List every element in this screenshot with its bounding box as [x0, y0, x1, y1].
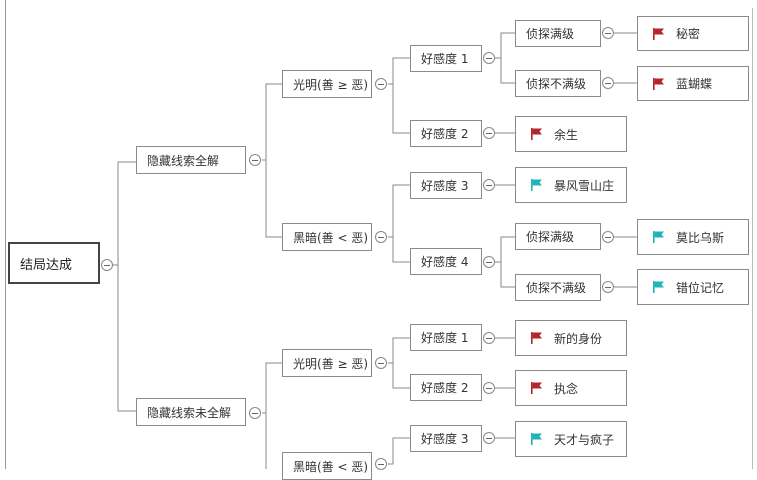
node-label: 好感度 4 [421, 255, 469, 269]
node-label: 好感度 1 [421, 331, 469, 345]
ending-obsession[interactable]: 执念 [515, 370, 627, 406]
dark-node[interactable]: 黑暗(善 < 恶) [282, 452, 372, 480]
branch-label: 隐藏线索未全解 [147, 405, 232, 420]
detective-max-node[interactable]: 侦探满级 [515, 20, 601, 47]
flag-icon [653, 281, 664, 293]
mindmap-canvas: 结局达成 隐藏线索全解 隐藏线索未全解 光明(善 ≥ 恶) 黑暗(善 < 恶) … [5, 0, 753, 480]
right-edge-line [752, 8, 753, 469]
ending-surplus-life[interactable]: 余生 [515, 116, 627, 152]
flag-icon [531, 179, 542, 191]
collapse-toggle[interactable] [249, 154, 261, 166]
collapse-toggle[interactable] [483, 332, 495, 344]
favor-node-3[interactable]: 好感度 3 [410, 172, 482, 199]
favor-node-2[interactable]: 好感度 2 [410, 374, 482, 401]
collapse-toggle[interactable] [483, 127, 495, 139]
ending-label: 执念 [554, 381, 579, 396]
flag-icon [653, 77, 664, 90]
node-label: 光明(善 ≥ 恶) [293, 356, 369, 371]
ending-new-identity[interactable]: 新的身份 [515, 320, 627, 356]
collapse-toggle[interactable] [249, 407, 261, 419]
detective-max-node[interactable]: 侦探满级 [515, 223, 601, 250]
node-label: 好感度 3 [421, 432, 469, 446]
collapse-toggle[interactable] [602, 281, 614, 293]
node-label: 好感度 1 [421, 52, 469, 66]
ending-label: 莫比乌斯 [676, 230, 725, 245]
collapse-toggle[interactable] [483, 382, 495, 394]
light-node[interactable]: 光明(善 ≥ 恶) [282, 349, 372, 377]
ending-storm-villa[interactable]: 暴风雪山庄 [515, 167, 627, 203]
ending-label: 错位记忆 [676, 280, 725, 295]
flag-icon [653, 27, 664, 40]
node-label: 黑暗(善 < 恶) [293, 459, 369, 474]
collapse-toggle[interactable] [375, 78, 387, 90]
branch-clues-all-solved[interactable]: 隐藏线索全解 [136, 146, 246, 174]
flag-icon [531, 128, 542, 140]
node-label: 好感度 3 [421, 179, 469, 193]
node-label: 黑暗(善 < 恶) [293, 230, 369, 245]
ending-false-memory[interactable]: 错位记忆 [637, 269, 749, 305]
detective-not-max-node[interactable]: 侦探不满级 [515, 274, 601, 301]
ending-genius-and-madman[interactable]: 天才与疯子 [515, 421, 627, 457]
favor-node-4[interactable]: 好感度 4 [410, 248, 482, 275]
light-node[interactable]: 光明(善 ≥ 恶) [282, 70, 372, 98]
collapse-toggle[interactable] [375, 231, 387, 243]
favor-node-3[interactable]: 好感度 3 [410, 425, 482, 452]
ending-label: 暴风雪山庄 [554, 178, 615, 193]
collapse-toggle[interactable] [483, 432, 495, 444]
node-label: 侦探满级 [526, 27, 575, 41]
left-edge-line [5, 0, 6, 469]
collapse-toggle[interactable] [483, 179, 495, 191]
node-label: 侦探不满级 [526, 77, 587, 91]
collapse-toggle[interactable] [375, 357, 387, 369]
collapse-toggle[interactable] [483, 256, 495, 268]
flag-icon [531, 433, 542, 445]
root-label: 结局达成 [20, 257, 73, 273]
ending-label: 秘密 [676, 27, 701, 41]
collapse-toggle[interactable] [375, 458, 387, 470]
node-label: 侦探不满级 [526, 281, 587, 295]
flag-icon [653, 231, 664, 243]
node-label: 光明(善 ≥ 恶) [293, 77, 369, 92]
ending-moebius[interactable]: 莫比乌斯 [637, 219, 749, 255]
collapse-toggle[interactable] [602, 27, 614, 39]
branch-clues-not-all-solved[interactable]: 隐藏线索未全解 [136, 398, 246, 426]
ending-label: 新的身份 [554, 331, 603, 346]
ending-label: 天才与疯子 [554, 432, 615, 447]
ending-label: 蓝蝴蝶 [676, 77, 713, 91]
collapse-toggle[interactable] [602, 231, 614, 243]
detective-not-max-node[interactable]: 侦探不满级 [515, 70, 601, 97]
dark-node[interactable]: 黑暗(善 < 恶) [282, 223, 372, 251]
ending-blue-butterfly[interactable]: 蓝蝴蝶 [637, 66, 749, 101]
flag-icon [531, 382, 542, 394]
ending-secret[interactable]: 秘密 [637, 16, 749, 51]
favor-node-1[interactable]: 好感度 1 [410, 45, 482, 72]
node-label: 好感度 2 [421, 127, 469, 141]
favor-node-1[interactable]: 好感度 1 [410, 324, 482, 351]
branch-label: 隐藏线索全解 [147, 153, 220, 168]
flag-icon [531, 332, 542, 344]
node-label: 侦探满级 [526, 230, 575, 244]
ending-label: 余生 [554, 127, 579, 142]
collapse-toggle[interactable] [483, 52, 495, 64]
collapse-toggle[interactable] [101, 259, 113, 271]
root-node-ending-achieved[interactable]: 结局达成 [8, 242, 100, 284]
collapse-toggle[interactable] [602, 77, 614, 89]
favor-node-2[interactable]: 好感度 2 [410, 120, 482, 147]
node-label: 好感度 2 [421, 381, 469, 395]
connector-lines [113, 32, 637, 469]
